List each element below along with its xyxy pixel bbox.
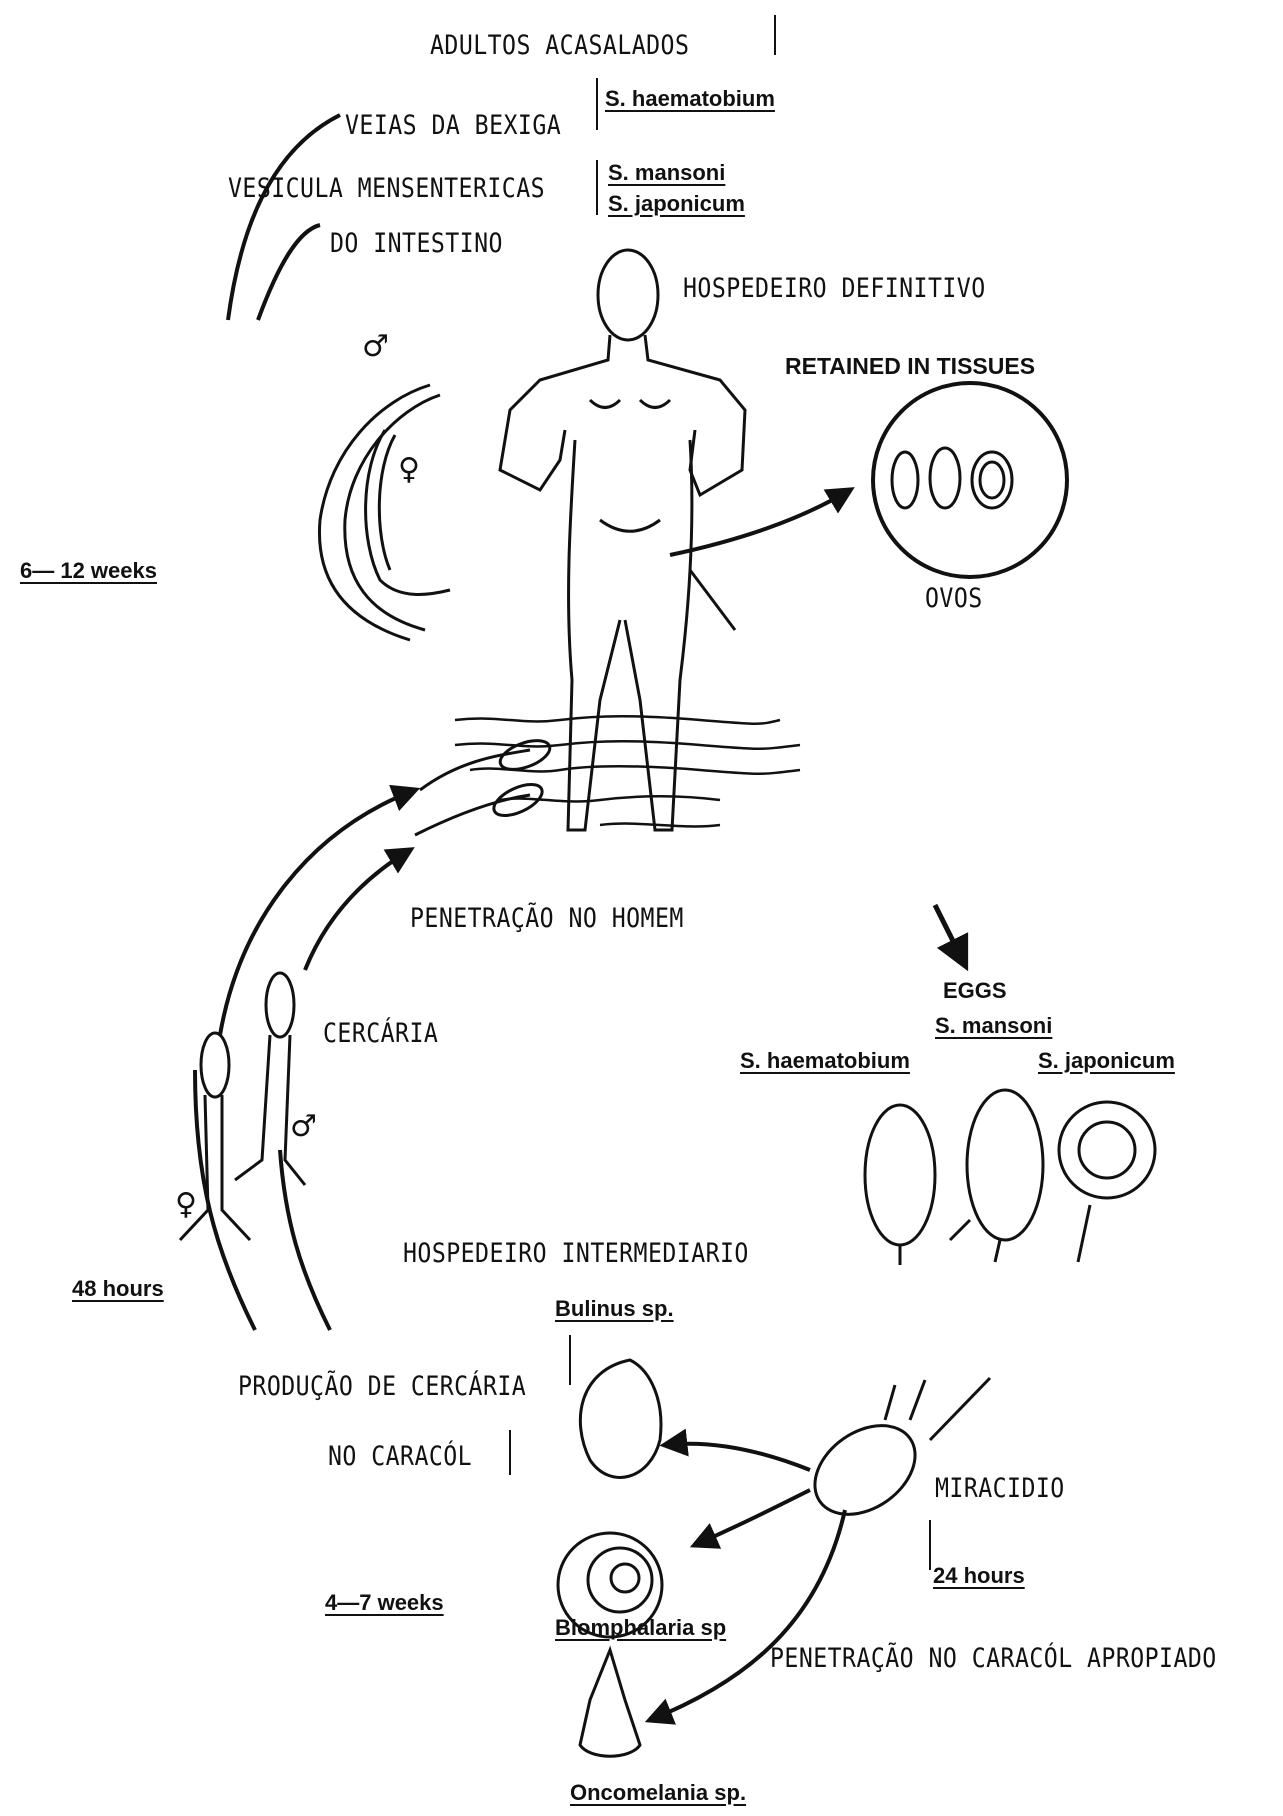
egg-mansoni (967, 1090, 1043, 1240)
retained-eggs (892, 448, 1012, 508)
cycle-arc-upper-left-inner (258, 225, 320, 320)
label-s-japonicum-top: S. japonicum (608, 193, 745, 215)
arrow-cercaria-to-man-2 (305, 850, 410, 970)
arrow-cercaria-to-man-1 (220, 790, 415, 1035)
water (455, 716, 800, 826)
label-s-mansoni-eggs: S. mansoni (935, 1015, 1052, 1037)
label-hospedeiro-definitivo: HOSPEDEIRO DEFINITIVO (683, 275, 986, 302)
snail-drawings (558, 1360, 662, 1756)
label-cercaria: CERCÁRIA (323, 1020, 438, 1047)
label-4-7-weeks: 4—7 weeks (325, 1592, 444, 1614)
label-48-hours: 48 hours (72, 1278, 164, 1300)
label-s-mansoni-top: S. mansoni (608, 162, 725, 184)
cycle-arc-lower-left-inner (280, 1150, 330, 1330)
label-6-12-weeks: 6— 12 weeks (20, 560, 157, 582)
label-penetracao-no-homem: PENETRAÇÃO NO HOMEM (410, 905, 684, 932)
label-retained-in-tissues: RETAINED IN TISSUES (785, 355, 1035, 378)
label-s-haematobium-eggs: S. haematobium (740, 1050, 910, 1072)
line-leg-diagonal (690, 570, 735, 630)
arrow-to-tissue-eggs (670, 490, 850, 555)
retained-eggs-circle (873, 383, 1067, 577)
label-hospedeiro-intermediario: HOSPEDEIRO INTERMEDIARIO (403, 1240, 749, 1267)
egg-drawings (865, 1090, 1155, 1265)
label-do-intestino: DO INTESTINO (330, 230, 503, 257)
adult-worms-drawing (319, 385, 450, 640)
label-adultos-acasalados: ADULTOS ACASALADOS (430, 32, 689, 59)
label-oncomelania: Oncomelania sp. (570, 1782, 746, 1804)
male-symbol-cercaria: ♂ (290, 1112, 317, 1142)
human-figure (500, 250, 745, 830)
label-producao-de-cercaria: PRODUÇÃO DE CERCÁRIA (238, 1373, 526, 1400)
label-no-caracol: NO CARACÓL (328, 1443, 472, 1470)
label-miracidio: MIRACIDIO (935, 1475, 1065, 1502)
cercaria-drawings (180, 735, 554, 1240)
arrow-miracidium-to-bulinus (665, 1444, 810, 1470)
label-veias-da-bexiga: VEIAS DA BEXIGA (345, 112, 561, 139)
label-penetracao-no-caracol: PENETRAÇÃO NO CARACÓL APROPIADO (770, 1645, 1217, 1672)
label-vesicula-mensentericas: VESICULA MENSENTERICAS (228, 175, 545, 202)
miracidium-drawing (798, 1378, 990, 1533)
label-biomphalaria: Biomphalaria sp (555, 1617, 726, 1639)
label-eggs: EGGS (943, 980, 1007, 1002)
label-bulinus: Bulinus sp. (555, 1298, 674, 1320)
egg-haematobium (865, 1105, 935, 1245)
arrow-to-eggs (935, 905, 965, 965)
bulinus-shell (580, 1360, 661, 1477)
egg-japonicum (1059, 1102, 1155, 1198)
label-ovos: OVOS (925, 585, 983, 612)
female-symbol-adult: ♀ (398, 455, 420, 485)
female-symbol-cercaria: ♀ (175, 1190, 197, 1220)
bracket-marks (510, 15, 930, 1570)
label-s-japonicum-eggs: S. japonicum (1038, 1050, 1175, 1072)
cycle-arc-upper-left (228, 115, 340, 320)
arrow-miracidium-to-biomphalaria (695, 1490, 810, 1545)
male-symbol-adult: ♂ (362, 332, 389, 362)
label-s-haematobium-top: S. haematobium (605, 88, 775, 110)
label-24-hours: 24 hours (933, 1565, 1025, 1587)
oncomelania-shell (580, 1650, 640, 1756)
